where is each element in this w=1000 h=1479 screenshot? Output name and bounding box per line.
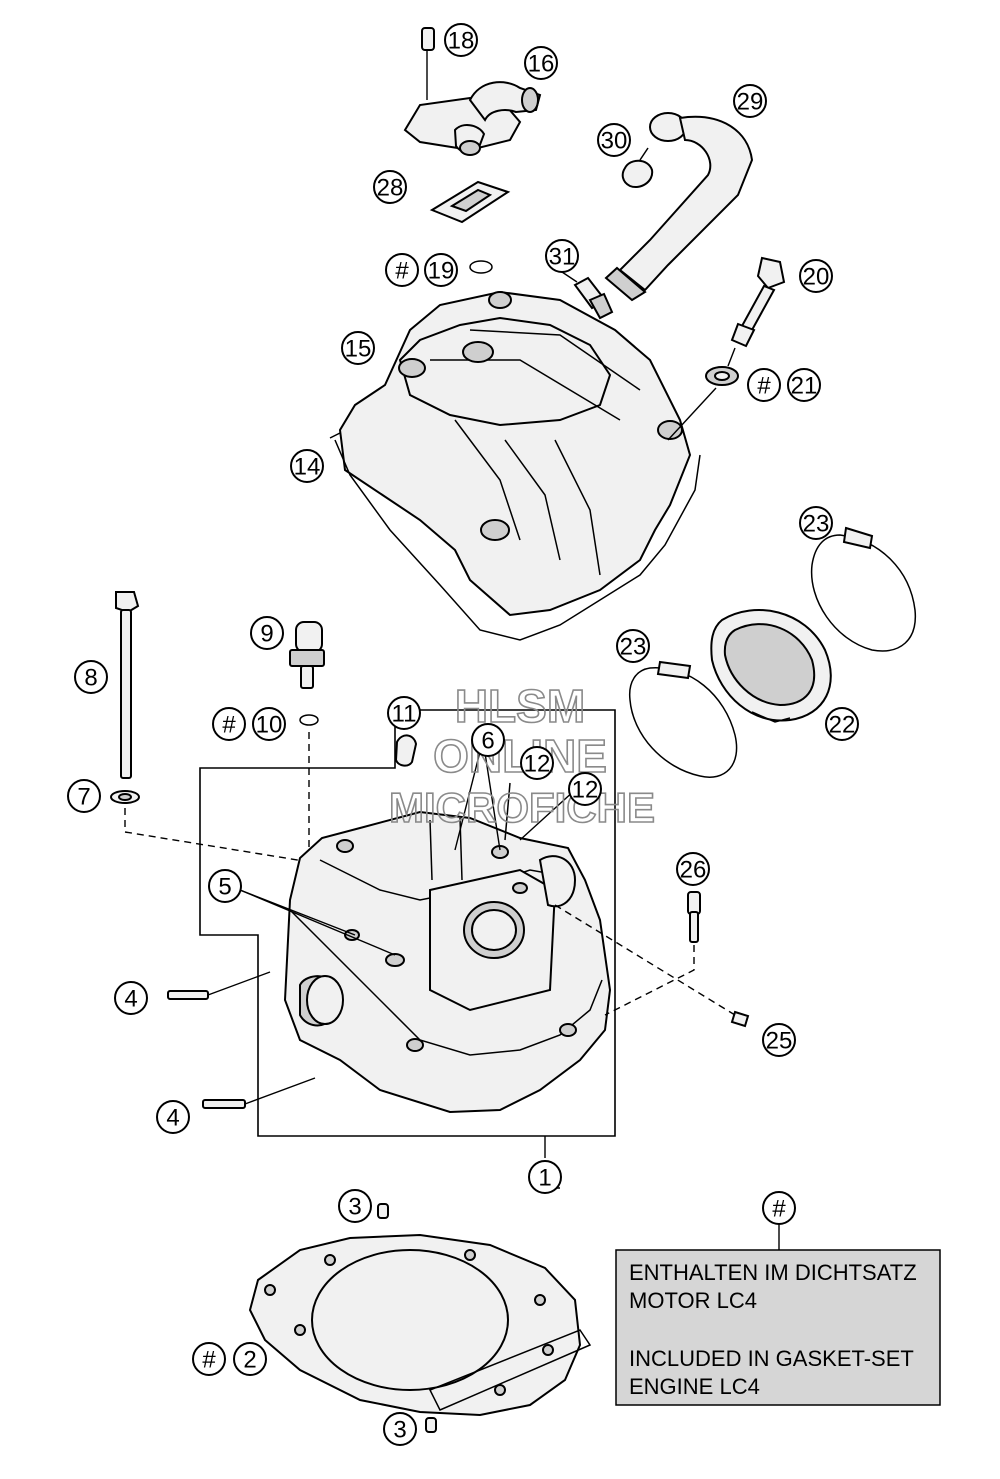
svg-text:HLSM: HLSM	[455, 680, 585, 732]
callout-22[interactable]: 22	[825, 707, 859, 741]
callout-28[interactable]: 28	[373, 170, 407, 204]
callout-3-bottom[interactable]: 3	[383, 1412, 417, 1446]
svg-text:31: 31	[549, 244, 576, 271]
svg-text:#: #	[222, 712, 236, 739]
svg-text:10: 10	[256, 712, 283, 739]
svg-text:5: 5	[218, 874, 231, 901]
cover-bolt	[667, 256, 786, 441]
callout-19[interactable]: 19	[424, 253, 458, 287]
intake-flange-and-clamps	[628, 526, 917, 778]
svg-text:23: 23	[620, 634, 647, 661]
svg-text:3: 3	[393, 1417, 406, 1444]
hash-marker-10: #	[212, 707, 246, 741]
callout-2[interactable]: 2	[233, 1342, 267, 1376]
breather-hose	[604, 112, 754, 302]
callout-29[interactable]: 29	[733, 84, 767, 118]
svg-text:22: 22	[829, 712, 856, 739]
svg-text:MICROFICHE: MICROFICHE	[389, 784, 655, 831]
head-gasket	[248, 1203, 592, 1433]
callout-9[interactable]: 9	[250, 616, 284, 650]
callout-12-b[interactable]: 12	[568, 772, 602, 806]
svg-text:#: #	[202, 1347, 216, 1374]
callout-16[interactable]: 16	[524, 46, 558, 80]
callout-30[interactable]: 30	[597, 123, 631, 157]
svg-text:16: 16	[528, 51, 555, 78]
svg-text:6: 6	[481, 728, 494, 755]
svg-text:15: 15	[345, 336, 372, 363]
svg-text:26: 26	[680, 857, 707, 884]
callout-12-a[interactable]: 12	[520, 746, 554, 780]
svg-text:4: 4	[166, 1105, 179, 1132]
callout-23-left[interactable]: 23	[616, 629, 650, 663]
svg-text:12: 12	[572, 777, 599, 804]
callout-23-top[interactable]: 23	[799, 506, 833, 540]
watermark: HLSM ONLINE MICROFICHE	[388, 679, 656, 832]
svg-text:9: 9	[260, 621, 273, 648]
callout-1[interactable]: 1	[528, 1160, 562, 1194]
cylinder-head	[283, 810, 612, 1114]
svg-text:7: 7	[77, 784, 90, 811]
legend-line-de-2: MOTOR LC4	[629, 1288, 757, 1313]
svg-text:#: #	[772, 1196, 786, 1223]
o-ring-19	[469, 260, 493, 274]
legend: ENTHALTEN IM DICHTSATZ MOTOR LC4 INCLUDE…	[615, 1224, 941, 1406]
legend-line-en-1: INCLUDED IN GASKET-SET	[629, 1346, 914, 1371]
svg-text:3: 3	[348, 1194, 361, 1221]
callout-14[interactable]: 14	[290, 449, 324, 483]
assembly-frame	[199, 709, 616, 1137]
svg-text:23: 23	[803, 511, 830, 538]
svg-text:28: 28	[377, 175, 404, 202]
svg-text:25: 25	[766, 1028, 793, 1055]
legend-line-en-2: ENGINE LC4	[629, 1374, 760, 1399]
legend-line-de-1: ENTHALTEN IM DICHTSATZ	[629, 1260, 917, 1285]
svg-text:29: 29	[737, 89, 764, 116]
callout-11[interactable]: 11	[387, 696, 421, 730]
hash-marker-19: #	[385, 253, 419, 287]
temperature-sensor	[289, 621, 325, 870]
svg-text:4: 4	[124, 986, 137, 1013]
valve-cover	[329, 290, 701, 641]
callout-18[interactable]: 18	[444, 23, 478, 57]
svg-text:12: 12	[524, 751, 551, 778]
thermostat-housing	[403, 27, 542, 156]
callout-26[interactable]: 26	[676, 852, 710, 886]
callout-5[interactable]: 5	[208, 869, 242, 903]
callout-20[interactable]: 20	[799, 259, 833, 293]
legend-hash-marker: #	[762, 1191, 796, 1225]
svg-text:11: 11	[392, 701, 417, 728]
hash-marker-21: #	[747, 368, 781, 402]
thermostat-gasket	[429, 180, 511, 224]
svg-text:18: 18	[448, 28, 475, 55]
svg-text:2: 2	[243, 1347, 256, 1374]
callout-25[interactable]: 25	[762, 1023, 796, 1057]
svg-text:20: 20	[803, 264, 830, 291]
svg-text:21: 21	[791, 373, 818, 400]
callout-4-top[interactable]: 4	[114, 981, 148, 1015]
callout-10[interactable]: 10	[252, 707, 286, 741]
callout-3-top[interactable]: 3	[338, 1189, 372, 1223]
callout-8[interactable]: 8	[74, 660, 108, 694]
callout-31[interactable]: 31	[545, 239, 579, 273]
callout-6[interactable]: 6	[471, 723, 505, 757]
svg-text:14: 14	[294, 454, 321, 481]
sensor-31	[561, 271, 614, 320]
callout-7[interactable]: 7	[67, 779, 101, 813]
hash-marker-2: #	[192, 1342, 226, 1376]
callout-21[interactable]: 21	[787, 368, 821, 402]
svg-text:1: 1	[538, 1165, 551, 1192]
callout-15[interactable]: 15	[341, 331, 375, 365]
svg-text:19: 19	[428, 258, 455, 285]
callout-4-bottom[interactable]: 4	[156, 1100, 190, 1134]
svg-text:#: #	[395, 258, 409, 285]
plug-11	[394, 734, 418, 767]
svg-text:30: 30	[601, 128, 628, 155]
dowel-pins-and-fasteners	[167, 891, 750, 1109]
svg-text:8: 8	[84, 665, 97, 692]
svg-text:#: #	[757, 373, 771, 400]
head-bolt	[110, 591, 311, 863]
